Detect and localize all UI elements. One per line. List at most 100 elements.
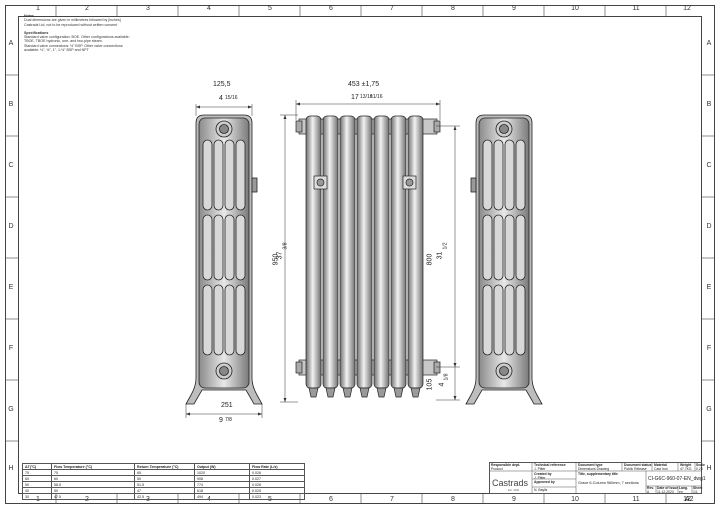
grid-row-label: H [8, 465, 14, 472]
lang: en [679, 490, 683, 494]
notes-block: Notes Dual dimensions are given in milli… [24, 14, 164, 52]
side-view-left [185, 114, 263, 405]
dim-front-width-in: 17 [351, 94, 359, 101]
logo-tagline: Est. 1999 [508, 489, 519, 492]
dim-side-width-mm: 125,5 [213, 81, 231, 88]
grid-col-label: 6 [329, 5, 333, 12]
grid-col-label: 4 [207, 5, 211, 12]
grid-col-label: 12 [683, 496, 691, 503]
grid-col-label: 1 [36, 5, 40, 12]
created-by-label: Created by [534, 472, 552, 476]
spec-line: Standard valve connections: ½" BSP. Othe… [24, 43, 123, 48]
rev-label: Rev. [647, 486, 654, 490]
grid-row-label: E [8, 284, 14, 291]
document-status: Public Release [624, 467, 647, 471]
spec-line: available: ⅛", ½", 1", 1-½" BSP and NPT [24, 48, 89, 53]
date-of-issue: 11.12.2023 [657, 490, 674, 494]
notes-line: Castrads Ltd, not to be reproduced witho… [24, 22, 118, 27]
dimension-lines [185, 100, 460, 418]
side-view-right [465, 114, 543, 405]
spec-line: TBOE, TBOE hydronic, one- and two-pipe s… [24, 39, 103, 44]
document-type: Dimensions Drawing [578, 467, 610, 471]
dim-depth-in: 9 [219, 417, 223, 424]
approved-by: N. Baylis [534, 488, 548, 492]
grid-col-label: 6 [329, 496, 333, 503]
spec-heading: Specifications [24, 30, 49, 35]
responsible-dept: Product [491, 467, 503, 471]
grid-col-label: 5 [268, 496, 272, 503]
material-label: Material [654, 463, 667, 467]
grid-row-label: B [706, 101, 712, 108]
grid-row-label: D [8, 223, 14, 230]
grid-row-label: H [706, 465, 712, 472]
dim-side-width-in: 4 [219, 95, 223, 102]
title-label: Title, supplementary title [578, 472, 618, 476]
responsible-dept-label: Responsible dept. [491, 463, 521, 467]
drawing-outer-frame [5, 5, 715, 504]
dim-front-width-frac: 13/16 [360, 94, 373, 100]
drawing-inner-frame [18, 16, 702, 494]
dimension-arrows [186, 102, 457, 416]
grid-col-label: 2 [85, 496, 89, 503]
grid-row-label: G [8, 406, 14, 413]
technical-ref-label: Technical reference [534, 463, 566, 467]
dim-front-width-mm: 453 ±1,75 [348, 81, 380, 88]
grid-col-label: 7 [390, 496, 394, 503]
grid-row-label: A [706, 40, 712, 47]
grid-row-label: F [8, 345, 14, 352]
technical-ref: J. Pitter [534, 467, 546, 471]
grid-col-label: 8 [451, 5, 455, 12]
grid-col-label: 9 [512, 5, 516, 12]
grid-col-label: 2 [85, 5, 89, 12]
document-number: CI-G6C-960-07-EN_dwg1 [648, 476, 706, 482]
weight: 47.7KG [680, 467, 692, 471]
grid-col-label: 3 [146, 5, 150, 12]
grid-row-label: C [8, 162, 14, 169]
approved-by-label: Approved by [534, 480, 555, 484]
document-status-label: Document status [624, 463, 652, 467]
grid-col-label: 11 [632, 496, 640, 503]
grid-row-label: D [706, 223, 712, 230]
dim-depth-mm: 251 [221, 402, 233, 409]
front-view [295, 115, 441, 398]
grid-row-label: B [8, 101, 14, 108]
weight-label: Weight [680, 463, 692, 467]
scale-label: Scale [696, 463, 705, 467]
table-row: 30 47.5 42.5 494 0.023 [22, 493, 305, 500]
table-cell: 0.023 [249, 493, 305, 500]
castrads-logo: Castrads [492, 478, 529, 488]
grid-row-label: E [706, 284, 712, 291]
grid-col-label: 12 [683, 5, 691, 12]
grid-col-label: 1 [36, 496, 40, 503]
drawing-title: Grace 6-Column 960mm, 7 sections [578, 481, 639, 485]
grid-col-label: 10 [571, 5, 579, 12]
grid-col-label: 9 [512, 496, 516, 503]
date-label: Date of issue [657, 486, 679, 490]
grid-col-label: 8 [451, 496, 455, 503]
flow-data-table: ΔT(°C) Flow Temperature (°C) Return Temp… [22, 463, 305, 500]
spec-line: Standard valve configuration: BOE. Other… [24, 35, 130, 40]
grid-row-label: G [706, 406, 712, 413]
grid-col-label: 11 [632, 5, 640, 12]
grid-col-label: 7 [390, 5, 394, 12]
grid-row-label: F [706, 345, 712, 352]
notes-line: Dual dimensions are given in millimetres… [24, 18, 121, 23]
paper-size: A2 [685, 496, 694, 503]
dim-front-width-tol: ±1/16 [370, 94, 383, 100]
grid-col-label: 4 [207, 496, 211, 503]
document-type-label: Document type [578, 463, 603, 467]
scale: 0.25 [696, 467, 703, 471]
sheet-label: Sheet [693, 486, 703, 490]
grid-row-label: A [8, 40, 14, 47]
grid-col-label: 3 [146, 496, 150, 503]
grid-col-label: 5 [268, 5, 272, 12]
dim-side-width-frac: 15/16 [225, 95, 238, 101]
notes-heading: Notes [24, 14, 34, 18]
rev: A [647, 490, 650, 494]
grid-col-label: 10 [571, 496, 579, 503]
sheet: 1/1 [693, 490, 698, 494]
material: Cast Iron [654, 467, 668, 471]
grid-row-label: C [706, 162, 712, 169]
